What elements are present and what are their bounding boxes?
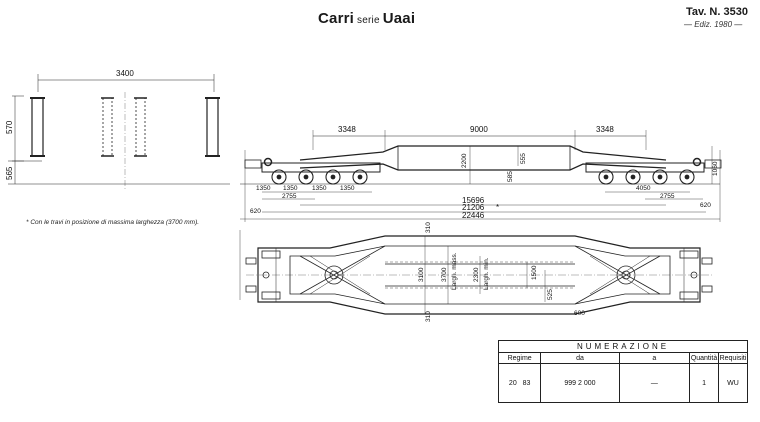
dim-label: 1350 [340, 185, 355, 192]
end-view-labels: 3400 570 565 [5, 69, 134, 180]
dim-label: 555 [520, 153, 527, 164]
dim-label: 3400 [116, 69, 134, 78]
numerazione-table: NUMERAZIONE Regime da a Quantità Requisi… [497, 340, 748, 403]
col-a: a [618, 352, 691, 364]
side-view [240, 130, 722, 222]
dim-label: 1350 [283, 185, 298, 192]
numerazione-heading: NUMERAZIONE [498, 340, 748, 353]
cell-quantita: 1 [689, 363, 720, 403]
dim-label: 3700 [441, 267, 448, 282]
dim-label: 1060 [712, 161, 719, 176]
regime-part-2: 83 [522, 379, 531, 387]
dim-label: 570 [5, 120, 14, 134]
plate-number: Tav. N. 3530 [686, 6, 748, 18]
plate-edition: — Ediz. 1980 — [684, 20, 743, 29]
dim-label: 565 [5, 166, 14, 180]
dim-label: 585 [507, 171, 514, 182]
col-da: da [540, 352, 620, 364]
end-view [8, 74, 230, 190]
col-regime: Regime [497, 352, 542, 364]
dim-label: 3100 [418, 267, 425, 282]
dim-label: 1350 [312, 185, 327, 192]
dim-label: 620 [700, 202, 711, 209]
dim-label: 2200 [461, 153, 468, 168]
plan-view [239, 230, 714, 315]
dim-label: 3348 [338, 125, 356, 134]
dim-label: 310 [425, 311, 432, 322]
regime-part-1: 20 [508, 379, 517, 387]
plan-view-labels: 310 310 3100 3700 2300 Largh. mass. Larg… [418, 222, 585, 322]
title-main: Carri [318, 10, 355, 27]
dim-label: 1500 [531, 265, 538, 280]
col-quantita: Quantità [689, 352, 720, 364]
dim-label: Largh. mass. [451, 252, 458, 290]
dim-label: 9000 [470, 125, 488, 134]
cell-requisiti: WU [718, 363, 748, 403]
dim-label: 4050 [636, 185, 651, 192]
title-model: Uaai [382, 10, 416, 27]
dim-label: 2300 [473, 267, 480, 282]
title-series-word: serie [357, 15, 380, 26]
dim-label: 2755 [660, 193, 675, 200]
dim-label: 2755 [282, 193, 297, 200]
dim-label: 600 [574, 310, 585, 317]
dim-label: 22446 [462, 211, 485, 220]
dim-label: 525 [547, 289, 554, 300]
dim-label: 3348 [596, 125, 614, 134]
dim-label: Largh. min. [483, 257, 490, 290]
dim-label: 620 [250, 208, 261, 215]
cell-a: — [618, 363, 691, 403]
dim-label: 1350 [256, 185, 271, 192]
col-requisiti: Requisiti [718, 352, 748, 364]
side-view-labels: 3348 9000 3348 2200 555 585 1060 1350 13… [250, 125, 719, 220]
dim-label: 15696 [462, 196, 485, 205]
footnote-asterisk: * [496, 203, 499, 212]
dim-label: 310 [425, 222, 432, 233]
cell-da: 999 2 000 [540, 363, 620, 403]
dim-label: 21206 [462, 203, 485, 212]
footnote: * Con le travi in posizione di massima l… [26, 219, 200, 226]
cell-regime: 20 83 [497, 363, 542, 403]
